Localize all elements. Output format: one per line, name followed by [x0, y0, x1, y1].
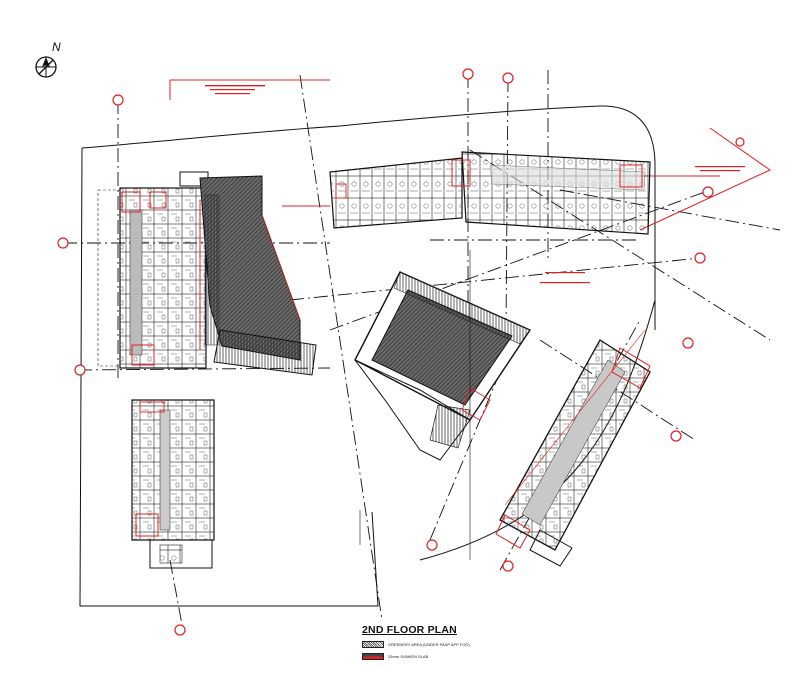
- building-west-wing: [97, 171, 209, 369]
- building-north-terrace: [329, 151, 651, 235]
- north-arrow-icon: [35, 56, 57, 78]
- building-southeast-wing: [495, 329, 651, 567]
- legend-label: 25mm SUNKEN SLAB: [388, 654, 429, 659]
- grid-bubbles: [57, 68, 745, 636]
- building-west-courtyard: [199, 175, 317, 376]
- red-markup-lines: [169, 79, 771, 231]
- sunken-slab-swatch-icon: [362, 653, 384, 660]
- legend-item-sunken-slab: 25mm SUNKEN SLAB: [362, 653, 428, 660]
- legend-item-greenery: GREENERY AREA (UNDER PAAP APP FOO): [362, 641, 470, 648]
- building-southwest-block: [131, 399, 215, 569]
- north-label: N: [52, 40, 61, 54]
- drawing-title: 2ND FLOOR PLAN: [362, 624, 457, 636]
- legend-label: GREENERY AREA (UNDER PAAP APP FOO): [388, 642, 470, 647]
- annotation-texts: [205, 85, 745, 284]
- dimension-lines: [359, 250, 471, 560]
- building-central-block: [354, 271, 532, 461]
- greenery-swatch-icon: [362, 641, 384, 648]
